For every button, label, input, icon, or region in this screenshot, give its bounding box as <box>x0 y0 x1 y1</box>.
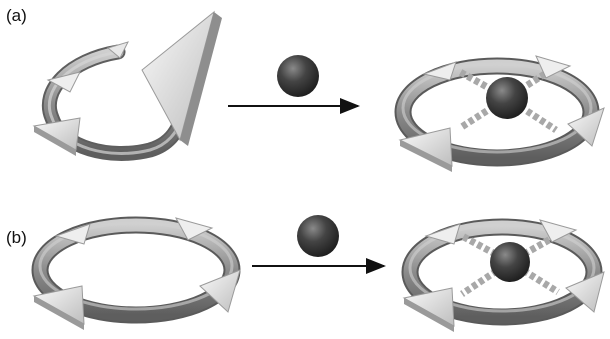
panel-a-label: (a) <box>6 6 27 25</box>
free-ion-b <box>297 215 339 257</box>
complexed-ring-b <box>401 218 605 332</box>
free-ion-a <box>277 55 319 97</box>
open-chain-molecule <box>32 10 222 161</box>
complexed-ring-a <box>394 55 605 172</box>
panel-b-label: (b) <box>6 228 27 247</box>
empty-ring-b <box>31 216 241 330</box>
